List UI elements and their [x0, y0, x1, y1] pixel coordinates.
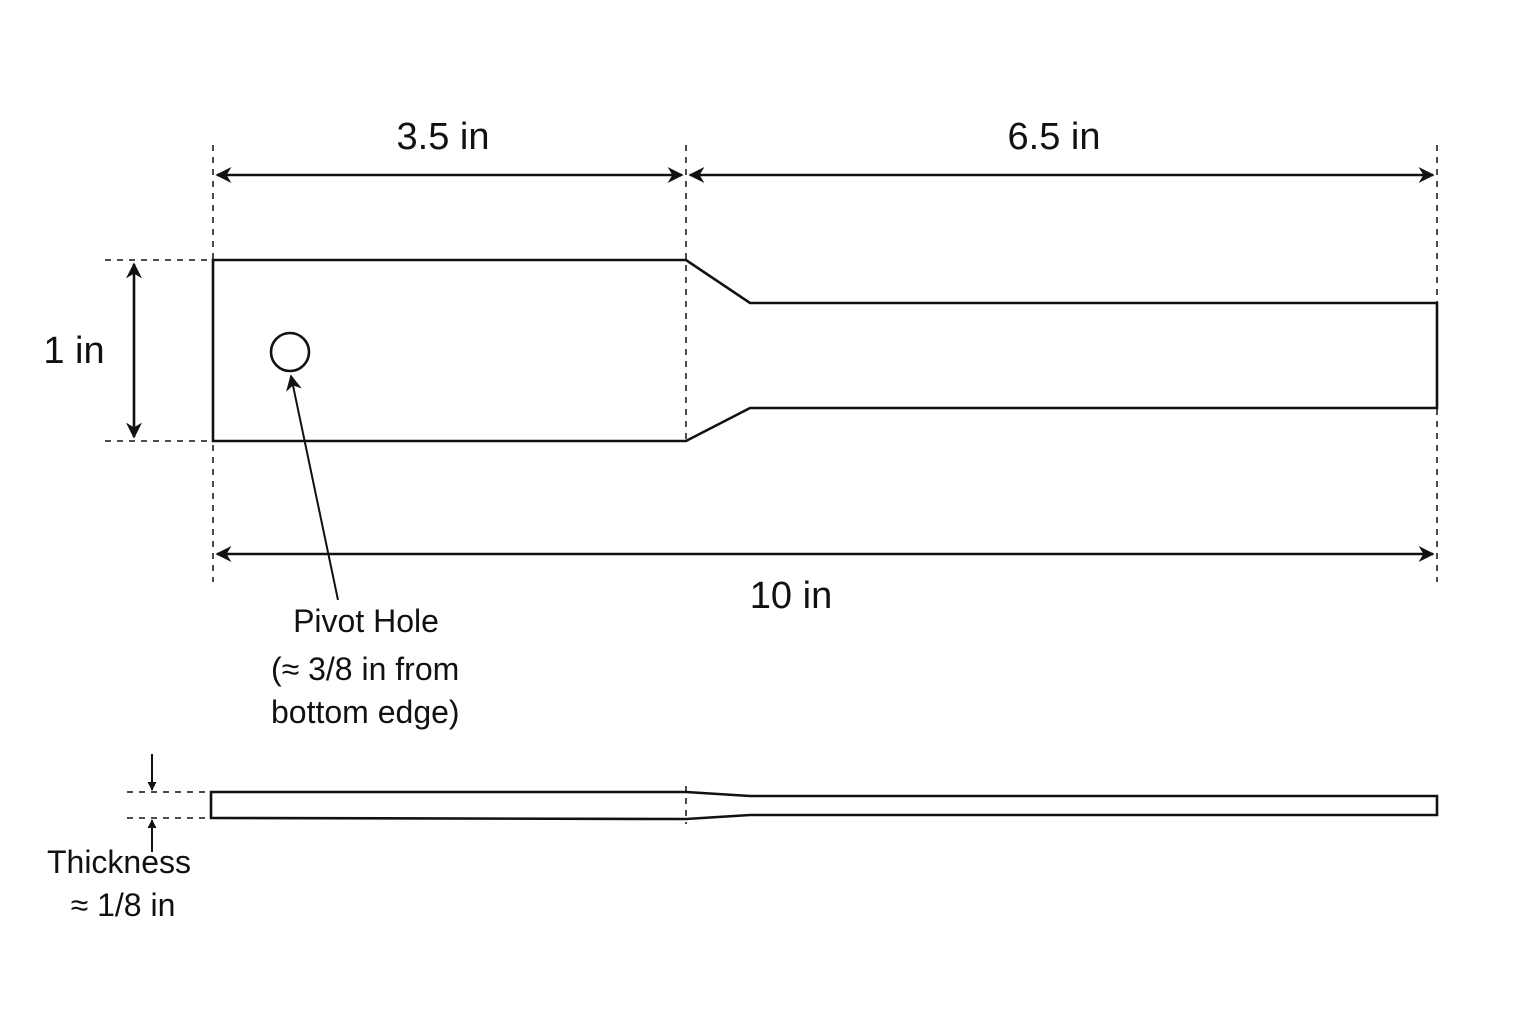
thickness-note-line2: ≈ 1/8 in [71, 887, 176, 923]
dimension-width: 1 in [43, 330, 104, 372]
pivot-note-title: Pivot Hole [293, 603, 439, 639]
pivot-hole-leader [286, 374, 339, 601]
dimension-total-length: 10 in [750, 575, 832, 617]
thickness-note-line1: Thickness [47, 844, 191, 880]
pivot-hole [269, 331, 311, 373]
lever-top-view [211, 258, 1439, 443]
dimension-long-length: 6.5 in [1008, 116, 1101, 158]
dimension-short-length: 3.5 in [397, 116, 490, 158]
pivot-note-line2: bottom edge) [271, 694, 460, 730]
lever-side-view [209, 790, 1439, 821]
pivot-note-line1: (≈ 3/8 in from [271, 651, 459, 687]
